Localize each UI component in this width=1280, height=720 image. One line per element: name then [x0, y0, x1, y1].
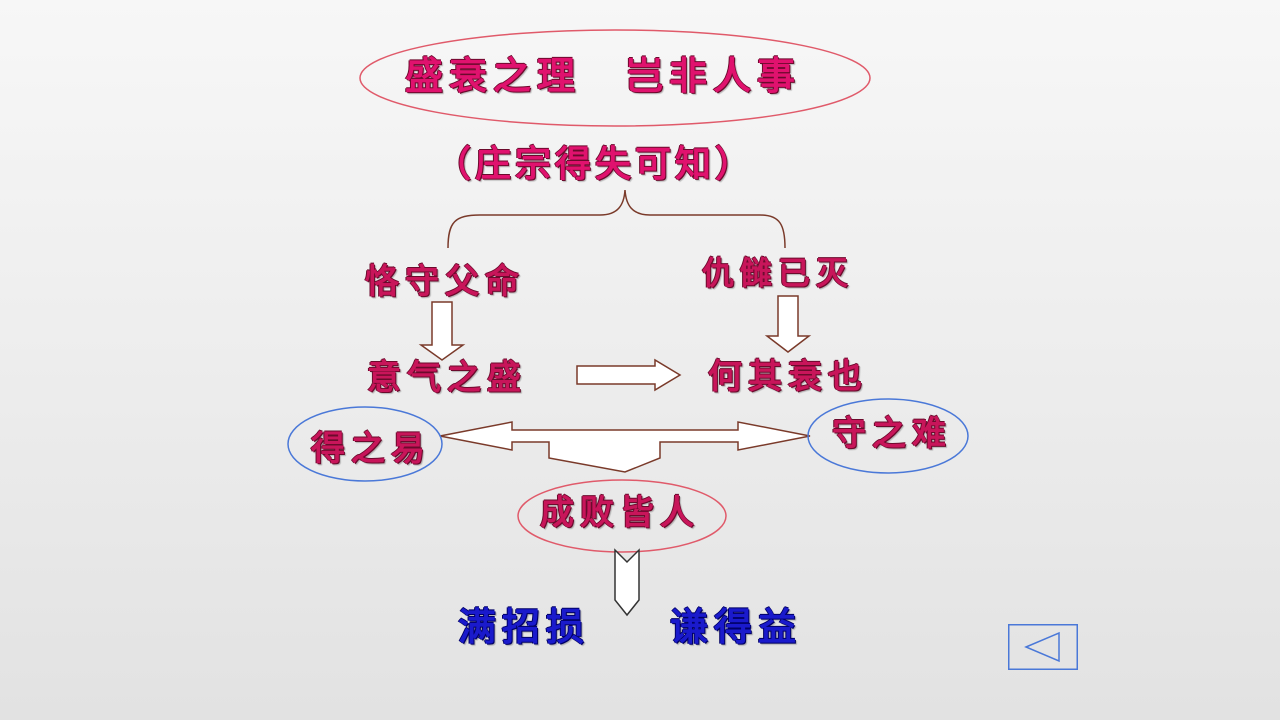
triangle-left-icon [1008, 624, 1078, 670]
left-oval [287, 406, 443, 482]
left-oval-text: 得之易 [311, 429, 431, 469]
three-way-arrow [439, 421, 811, 473]
down-arrow-left [418, 301, 466, 361]
back-button[interactable] [1008, 624, 1078, 670]
curly-brace [447, 189, 786, 249]
title-text: 盛衰之理 岂非人事 [405, 53, 802, 98]
center-oval [517, 479, 727, 553]
down-arrow-right [764, 295, 812, 353]
down-chevron-arrow [614, 548, 640, 617]
title-oval [359, 29, 871, 127]
left-state-text: 意气之盛 [367, 358, 527, 398]
bottom-left-text: 满招损 [458, 604, 591, 649]
right-cause-text: 仇雠已灭 [702, 254, 855, 292]
right-oval-text: 守之难 [832, 414, 952, 454]
right-state-text: 何其衰也 [708, 357, 868, 397]
subtitle-text: （庄宗得失可知） [435, 143, 756, 185]
right-oval [807, 398, 969, 474]
center-oval-text: 成败皆人 [540, 493, 700, 533]
left-cause-text: 恪守父命 [365, 262, 525, 302]
right-arrow-middle [576, 358, 682, 392]
bottom-right-text: 谦得益 [670, 604, 803, 649]
